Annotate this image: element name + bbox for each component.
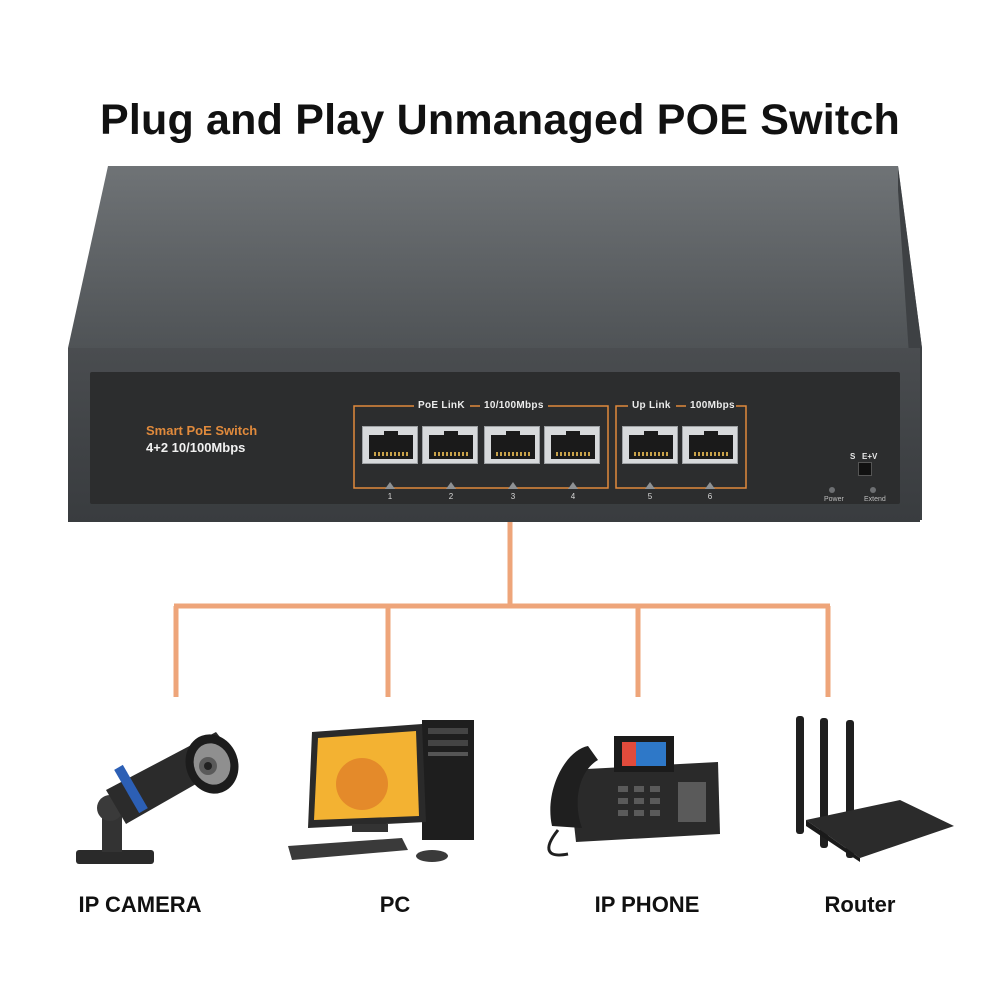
port-number-4: 4 — [570, 492, 576, 501]
port-number-3: 3 — [510, 492, 516, 501]
port-indicator-3 — [508, 482, 518, 489]
ip-camera-icon — [76, 732, 239, 864]
port-indicator-5 — [645, 482, 655, 489]
port-number-2: 2 — [448, 492, 454, 501]
poe-speed-label: 10/100Mbps — [484, 400, 544, 411]
device-label-ip-camera: IP CAMERA — [78, 892, 202, 917]
router-icon — [796, 716, 954, 862]
brand-title: Smart PoE Switch — [146, 423, 258, 438]
device-label-pc: PC — [379, 892, 411, 917]
power-led — [829, 487, 835, 493]
connector-lines — [173, 522, 831, 697]
ethernet-port-2[interactable] — [422, 426, 478, 464]
poe-link-label: PoE LinK — [418, 400, 465, 411]
extend-led-label: Extend — [864, 496, 886, 503]
port-number-6: 6 — [707, 492, 713, 501]
uplink-label: Up Link — [632, 400, 671, 411]
port-indicator-2 — [446, 482, 456, 489]
ip-phone-icon — [547, 736, 720, 857]
ethernet-port-3[interactable] — [484, 426, 540, 464]
device-label-ip-phone: IP PHONE — [594, 892, 700, 917]
uplink-speed-label: 100Mbps — [690, 400, 735, 411]
port-number-1: 1 — [387, 492, 393, 501]
mode-switch-toggle[interactable] — [858, 462, 872, 476]
power-led-label: Power — [824, 496, 844, 503]
pc-icon — [288, 720, 474, 862]
device-label-router: Router — [824, 892, 896, 917]
mode-switch-s-label: S — [850, 452, 856, 461]
port-number-5: 5 — [647, 492, 653, 501]
port-indicator-1 — [385, 482, 395, 489]
page-title: Plug and Play Unmanaged POE Switch — [99, 96, 901, 144]
brand-subtitle: 4+2 10/100Mbps — [146, 440, 246, 455]
ethernet-port-6[interactable] — [682, 426, 738, 464]
extend-led — [870, 487, 876, 493]
port-indicator-4 — [568, 482, 578, 489]
ethernet-port-5[interactable] — [622, 426, 678, 464]
port-indicator-6 — [705, 482, 715, 489]
ethernet-port-1[interactable] — [362, 426, 418, 464]
mode-switch-ev-label: E+V — [862, 452, 878, 461]
ethernet-port-4[interactable] — [544, 426, 600, 464]
